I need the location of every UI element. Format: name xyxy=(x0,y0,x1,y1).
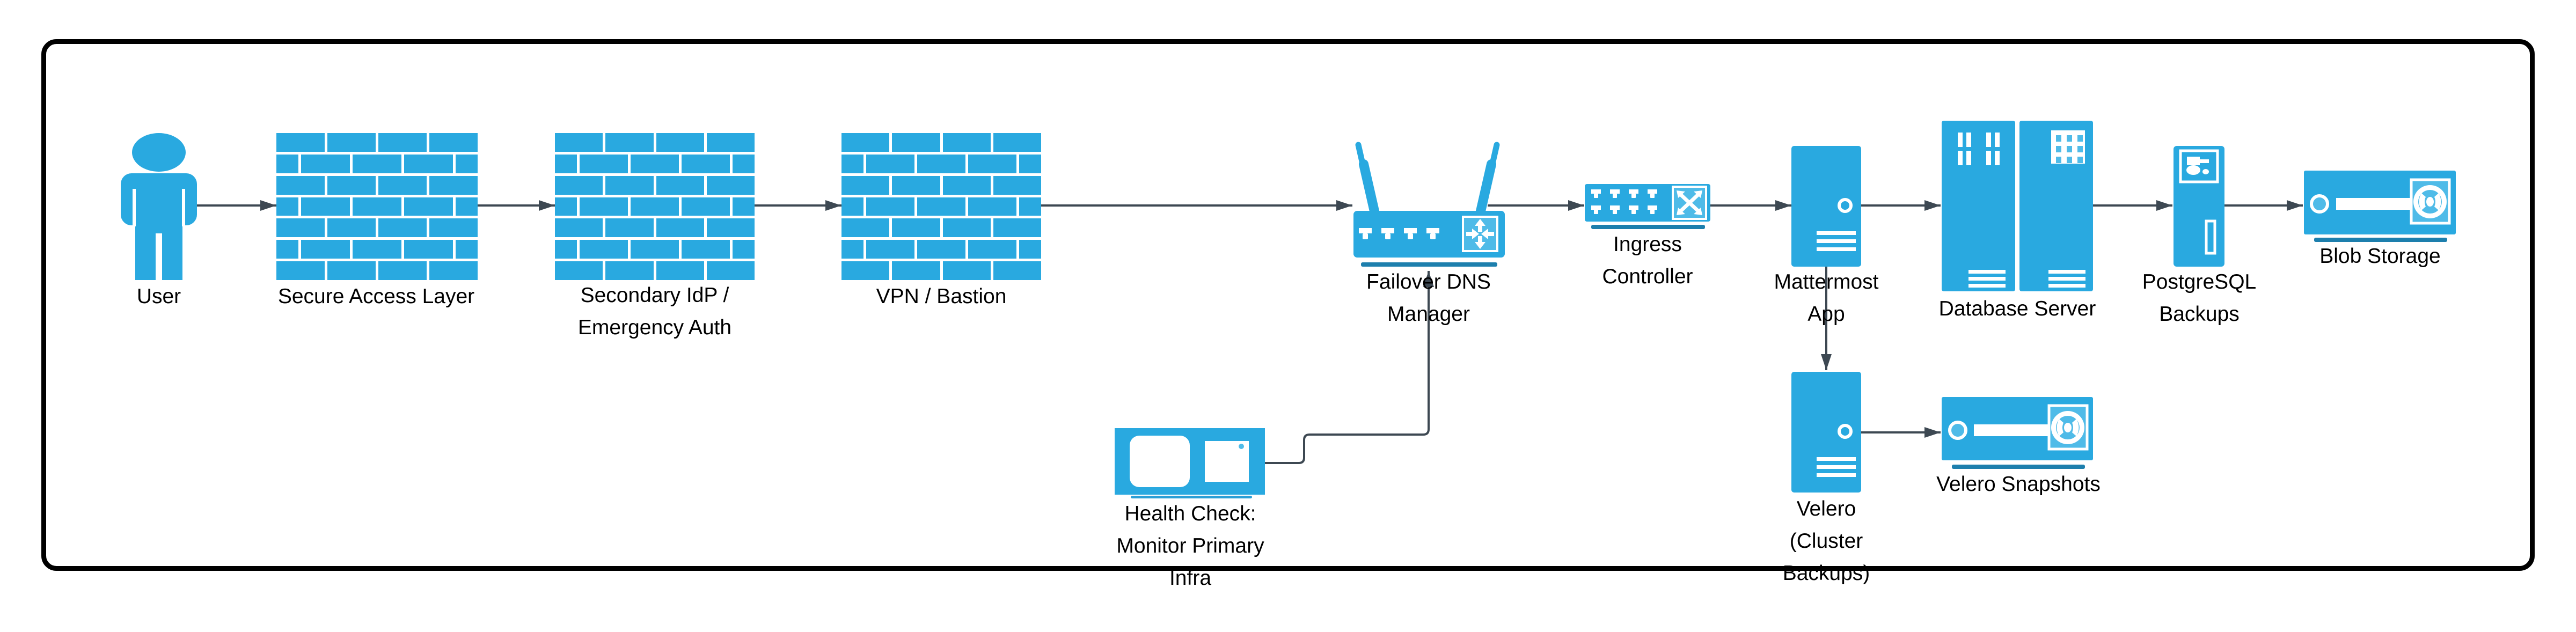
blob-storage-underline xyxy=(2314,238,2447,242)
label-secure-access-layer: Secure Access Layer xyxy=(277,285,475,308)
node-mattermost-app xyxy=(1791,146,1861,267)
storage-disk-icon xyxy=(2304,171,2456,234)
label-ingress-controller: Ingress Controller xyxy=(1602,233,1693,288)
server-tower-icon xyxy=(2174,146,2224,267)
diagram-border xyxy=(41,39,2535,571)
label-secondary-idp: Secondary IdP / Emergency Auth xyxy=(577,284,732,339)
node-postgresql-backups xyxy=(2174,146,2224,267)
label-failover-dns: Failover DNS Manager xyxy=(1366,270,1491,326)
velero-snapshots-underline xyxy=(1952,465,2085,469)
storage-disk-icon xyxy=(1942,397,2093,460)
label-health-check: Health Check: Monitor Primary Infra xyxy=(1116,502,1264,590)
server-tower-icon xyxy=(1791,146,1861,267)
node-failover-dns xyxy=(1347,138,1508,262)
health-check-underline xyxy=(1131,496,1252,498)
ingress-underline xyxy=(1591,225,1705,229)
label-user: User xyxy=(136,285,181,308)
label-blob-storage: Blob Storage xyxy=(2319,245,2441,268)
failover-dns-underline xyxy=(1361,262,1497,267)
label-vpn-bastion: VPN / Bastion xyxy=(876,285,1007,308)
node-health-check xyxy=(1115,428,1265,495)
person-icon xyxy=(121,133,197,280)
node-blob-storage xyxy=(2304,171,2456,234)
node-user xyxy=(121,133,197,280)
node-velero xyxy=(1791,372,1861,493)
server-tower-icon xyxy=(1791,372,1861,493)
label-mattermost-app: Mattermost App xyxy=(1774,270,1879,326)
firewall-icon-secondary-idp xyxy=(555,133,755,281)
monitor-icon xyxy=(1115,428,1265,495)
server-rack-icon xyxy=(1942,121,2093,291)
node-velero-snapshots xyxy=(1942,397,2093,460)
label-velero: Velero (Cluster Backups) xyxy=(1782,497,1870,585)
node-database-server xyxy=(1942,121,2093,291)
firewall-icon-vpn-bastion xyxy=(841,133,1041,281)
label-database-server: Database Server xyxy=(1938,297,2096,320)
wireless-router-icon xyxy=(1353,142,1505,258)
network-switch-icon xyxy=(1585,184,1710,222)
label-postgresql-backups: PostgreSQL Backups xyxy=(2142,270,2257,326)
firewall-icon-secure-access xyxy=(276,133,478,281)
label-velero-snapshots: Velero Snapshots xyxy=(1936,473,2101,496)
node-ingress-controller xyxy=(1585,184,1710,222)
